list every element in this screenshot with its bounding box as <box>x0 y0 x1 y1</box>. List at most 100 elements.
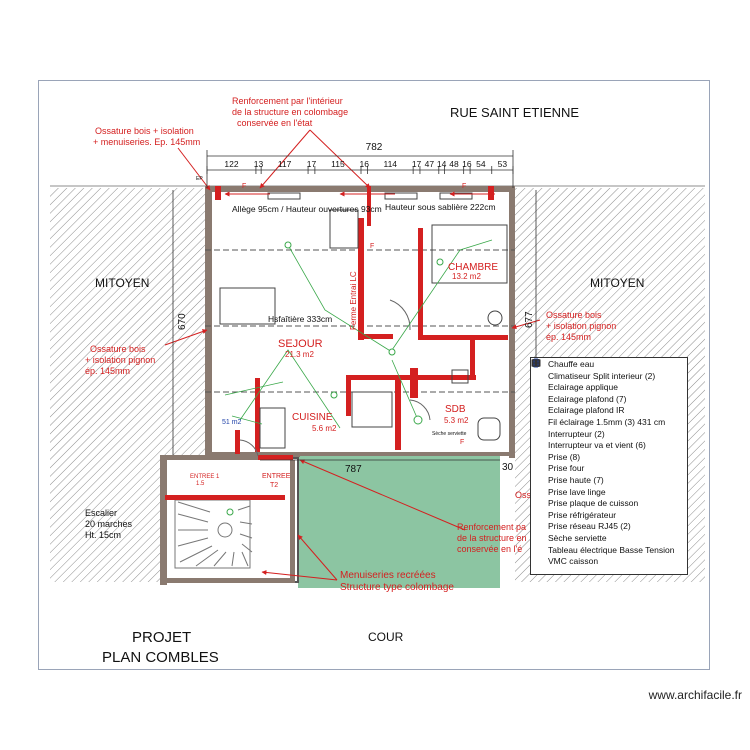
note-renfort-top-3: conservée en l'état <box>237 118 313 128</box>
ac-unit-icon <box>532 360 545 381</box>
drawing-frame <box>38 80 710 670</box>
room-sdb-name: SDB <box>445 404 466 415</box>
room-entree2-name: ENTREE <box>262 473 291 480</box>
dimension-segment-label: 117 <box>278 159 292 169</box>
legend-item: Interrupteur (2) <box>532 359 685 441</box>
note-menuiseries-2: Structure type colombage <box>340 582 454 593</box>
note-ossature-left-2: + isolation pignon <box>85 355 155 365</box>
note-seche: Sèche serviette <box>432 431 467 437</box>
court-label: COUR <box>368 630 404 644</box>
dimension-segment-label: 122 <box>224 159 238 169</box>
room-chambre-area: 13.2 m2 <box>452 272 481 281</box>
room-sejour-area: 21.3 m2 <box>285 350 314 359</box>
two-way-switch-icon <box>532 358 545 451</box>
legend-item: Fil éclairage 1.5mm (3) 431 cm <box>533 417 685 429</box>
legend-label: Sèche serviette <box>548 532 607 543</box>
note-ferme: Ferme Entrai LC <box>349 271 358 330</box>
project-line2: PLAN COMBLES <box>102 649 219 666</box>
room-chambre-name: CHAMBRE <box>448 262 498 273</box>
note-renfort-top-1: Renforcement par l'intérieur <box>232 96 343 106</box>
dimension-segment-label: 54 <box>476 159 486 169</box>
outer-walls <box>205 186 515 458</box>
room-sejour-name: SEJOUR <box>278 338 323 350</box>
dimension-total: 782 <box>366 142 383 153</box>
mitoyen-left: MITOYEN <box>95 276 149 290</box>
room-entree1-area: 1.5 <box>196 481 205 487</box>
note-menuiseries-1: Menuiseries recréées <box>340 570 436 581</box>
legend-label: Tableau électrique Basse Tension <box>548 544 675 555</box>
legend-item: Eclairage applique <box>531 358 685 394</box>
watermark: www.archifacile.fr <box>648 688 742 702</box>
oven-socket-icon: F <box>531 358 545 474</box>
dimension-segment-label: 47 <box>425 159 435 169</box>
legend-label: Chauffe eau <box>548 359 595 369</box>
legend-item: Chauffe eau <box>531 358 685 371</box>
dimension-segment-label: 16 <box>462 159 472 169</box>
legend-label: Prise réseau RJ45 (2) <box>548 521 631 532</box>
room-entree1-name: ENTREE 1 <box>190 474 220 480</box>
note-renfort-top-2: de la structure en colombage <box>232 107 348 117</box>
washer-socket-icon <box>531 358 545 497</box>
ceiling-light-icon <box>531 358 545 405</box>
wiring-lines <box>224 239 493 429</box>
legend-label: Prise lave linge <box>548 486 606 497</box>
dimension-segment-label: 16 <box>359 159 369 169</box>
annotation-arrows <box>164 129 541 581</box>
note-escalier-2: 20 marches <box>85 519 133 529</box>
note-ossature-right-3: ép. 145mm <box>546 332 591 342</box>
fixtures <box>219 192 508 449</box>
legend-label: Fil éclairage 1.5mm (3) 431 cm <box>548 416 666 427</box>
wall-light-icon <box>531 358 545 393</box>
vmc-icon <box>532 360 545 567</box>
legend-item: Sèche serviette <box>532 359 685 545</box>
wire-icon <box>533 418 545 428</box>
electric-panel-icon <box>531 359 545 555</box>
note-ossature-right-2: + isolation pignon <box>546 321 616 331</box>
towel-dryer-icon <box>532 359 545 544</box>
legend-label: Interrupteur va et vient (6) <box>548 440 646 451</box>
mitoyen-right: MITOYEN <box>590 276 644 290</box>
legend-item: Prise haute (7) <box>531 358 685 487</box>
network-socket-icon <box>531 358 545 532</box>
window-f-1: F <box>242 183 246 190</box>
legend-item: Eclairage plafond (7) <box>531 358 685 406</box>
dimension-segment-label: 53 <box>498 159 508 169</box>
legend-item: Prise (8) <box>531 358 685 464</box>
legend-item: FPrise four <box>531 358 685 475</box>
dimension-segment-label: 114 <box>383 159 397 169</box>
window-f-4: F <box>460 439 464 446</box>
legend-item: Climatiseur Split interieur (2) <box>532 360 685 383</box>
stair-block <box>160 455 299 585</box>
legend-label: Prise (8) <box>548 451 581 462</box>
note-sabliere: Hauteur sous sablière 222cm <box>385 202 496 212</box>
note-allege: Allège 95cm / Hauteur ouvertures 93cm <box>232 204 382 214</box>
street-label: RUE SAINT ETIENNE <box>450 105 579 120</box>
room-cuisine-name: CUISINE <box>292 412 333 423</box>
legend-item: Prise plaque de cuisson <box>531 358 685 510</box>
hob-socket-icon <box>531 358 545 509</box>
room-sdb-area: 5.3 m2 <box>444 416 469 425</box>
dimension-segment-label: 17 <box>307 159 317 169</box>
hatch-left-neighbour <box>50 188 205 582</box>
dim-court-right: 30 <box>502 462 514 473</box>
legend-label: Interrupteur (2) <box>548 428 605 439</box>
legend-label: Prise haute (7) <box>548 474 604 485</box>
dimension-segment-label: 115 <box>331 159 345 169</box>
note-renfort-bottom-2: de la structure en <box>457 533 527 543</box>
legend-item: Prise réfrigérateur <box>531 358 685 522</box>
project-line1: PROJET <box>132 629 191 646</box>
ceiling-light-ir-icon <box>531 358 545 416</box>
legend-label: Prise plaque de cuisson <box>548 498 639 509</box>
note-hsfaitiere: Hsfaîtière 333cm <box>268 314 332 324</box>
high-socket-icon <box>531 358 545 486</box>
note-escalier-1: Escalier <box>85 508 117 518</box>
legend-label: Prise four <box>548 463 585 474</box>
legend-label: Eclairage plafond IR <box>548 405 625 416</box>
switch-icon <box>532 359 545 439</box>
legend-label: Eclairage plafond (7) <box>548 393 627 404</box>
note-renfort-bottom-1: Renforcement pa <box>457 522 526 532</box>
window-f-2: F <box>462 183 466 190</box>
